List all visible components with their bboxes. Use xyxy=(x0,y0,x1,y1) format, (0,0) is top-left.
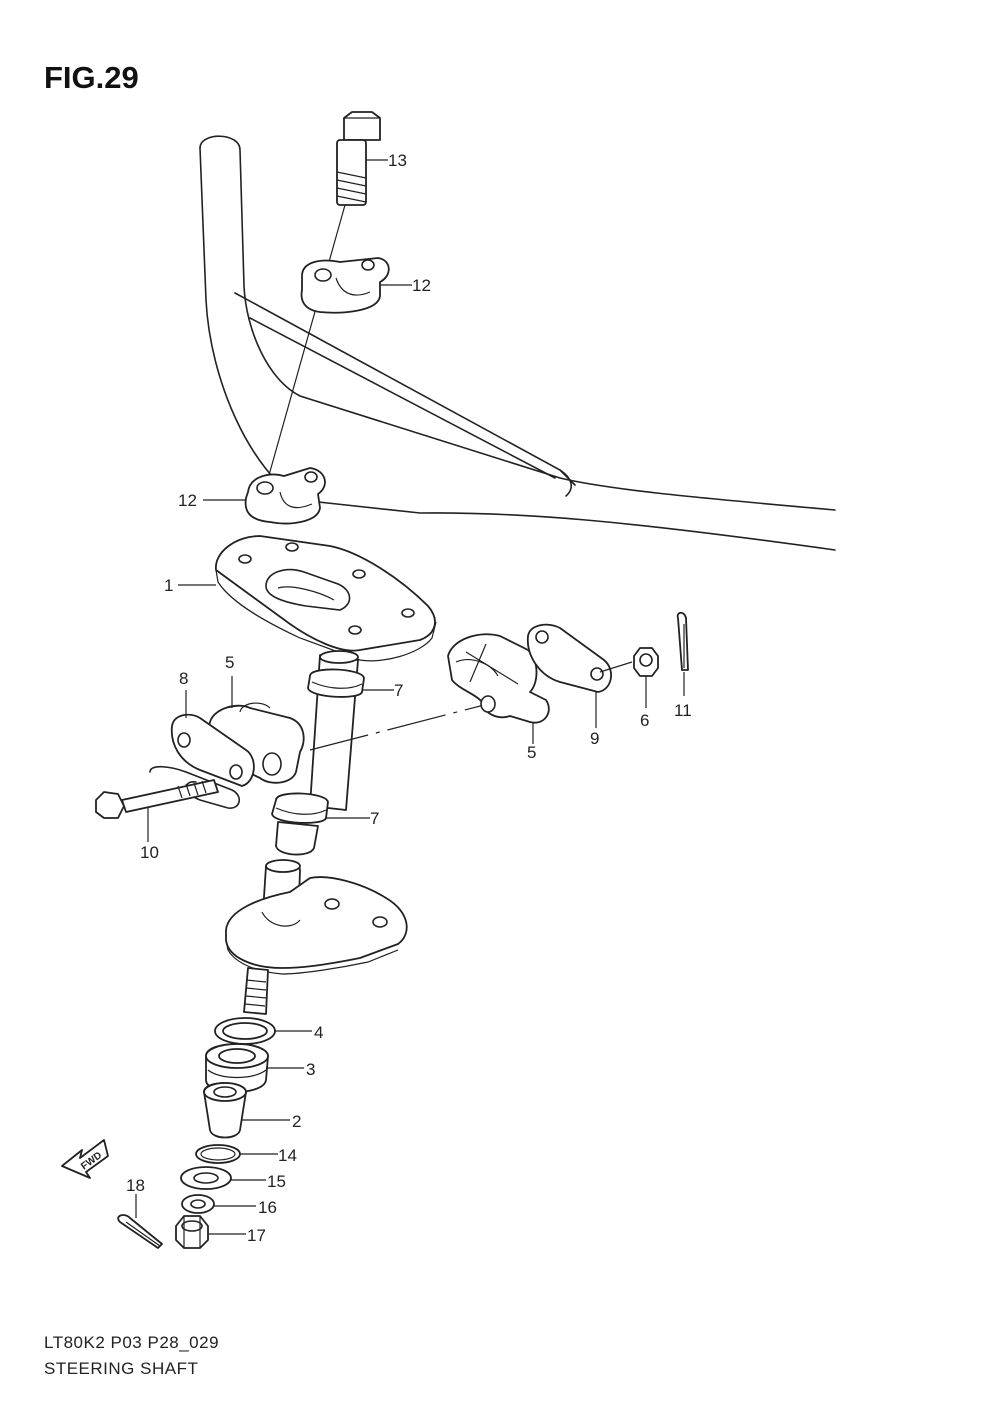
drawing-code: LT80K2 P03 P28_029 xyxy=(44,1333,220,1352)
lower-handlebar-clamp xyxy=(244,467,326,525)
callout-11: 11 xyxy=(674,701,692,720)
callout-7-upper: 7 xyxy=(394,681,403,700)
callout-12-upper: 12 xyxy=(412,276,431,295)
callout-14: 14 xyxy=(278,1146,297,1165)
shaft-holder-bolt xyxy=(95,779,219,819)
callout-15: 15 xyxy=(267,1172,286,1191)
callout-7-lower: 7 xyxy=(370,809,379,828)
handlebar xyxy=(199,135,836,551)
upper-handlebar-clamp xyxy=(300,257,390,314)
callout-2: 2 xyxy=(292,1112,301,1131)
lock-washer xyxy=(181,1194,215,1214)
callout-6: 6 xyxy=(640,711,649,730)
callout-8: 8 xyxy=(179,669,188,688)
drawing-name: STEERING SHAFT xyxy=(44,1359,199,1378)
shaft-holder-right xyxy=(447,633,550,724)
bearing xyxy=(205,1043,269,1093)
shaft-bushing xyxy=(203,1082,247,1139)
handlebar-clamp-bolt xyxy=(336,111,381,206)
callout-1: 1 xyxy=(164,576,173,595)
o-ring-washer xyxy=(195,1144,241,1164)
shaft-holder-left xyxy=(170,702,305,787)
callout-17: 17 xyxy=(247,1226,266,1245)
callout-13: 13 xyxy=(388,151,407,170)
callout-10: 10 xyxy=(140,843,159,862)
flat-washer xyxy=(180,1166,232,1190)
cotter-pin xyxy=(676,611,689,671)
steering-shaft-lower xyxy=(225,859,408,1015)
castle-nut xyxy=(633,647,659,677)
shaft-cotter-pin xyxy=(117,1214,163,1249)
callout-18: 18 xyxy=(126,1176,145,1195)
callout-5-right: 5 xyxy=(527,743,536,762)
callout-3: 3 xyxy=(306,1060,315,1079)
shaft-nut xyxy=(175,1215,209,1249)
callout-4: 4 xyxy=(314,1023,323,1042)
forward-direction-arrow: FWD xyxy=(61,1139,109,1179)
oil-seal xyxy=(214,1017,276,1045)
handlebar-holder xyxy=(215,535,437,662)
steering-shaft xyxy=(271,650,365,856)
callout-12-lower: 12 xyxy=(178,491,197,510)
callout-5-left: 5 xyxy=(225,653,234,672)
figure-title: FIG.29 xyxy=(44,60,139,95)
callout-9: 9 xyxy=(590,729,599,748)
callout-16: 16 xyxy=(258,1198,277,1217)
holder-plate xyxy=(527,623,612,693)
